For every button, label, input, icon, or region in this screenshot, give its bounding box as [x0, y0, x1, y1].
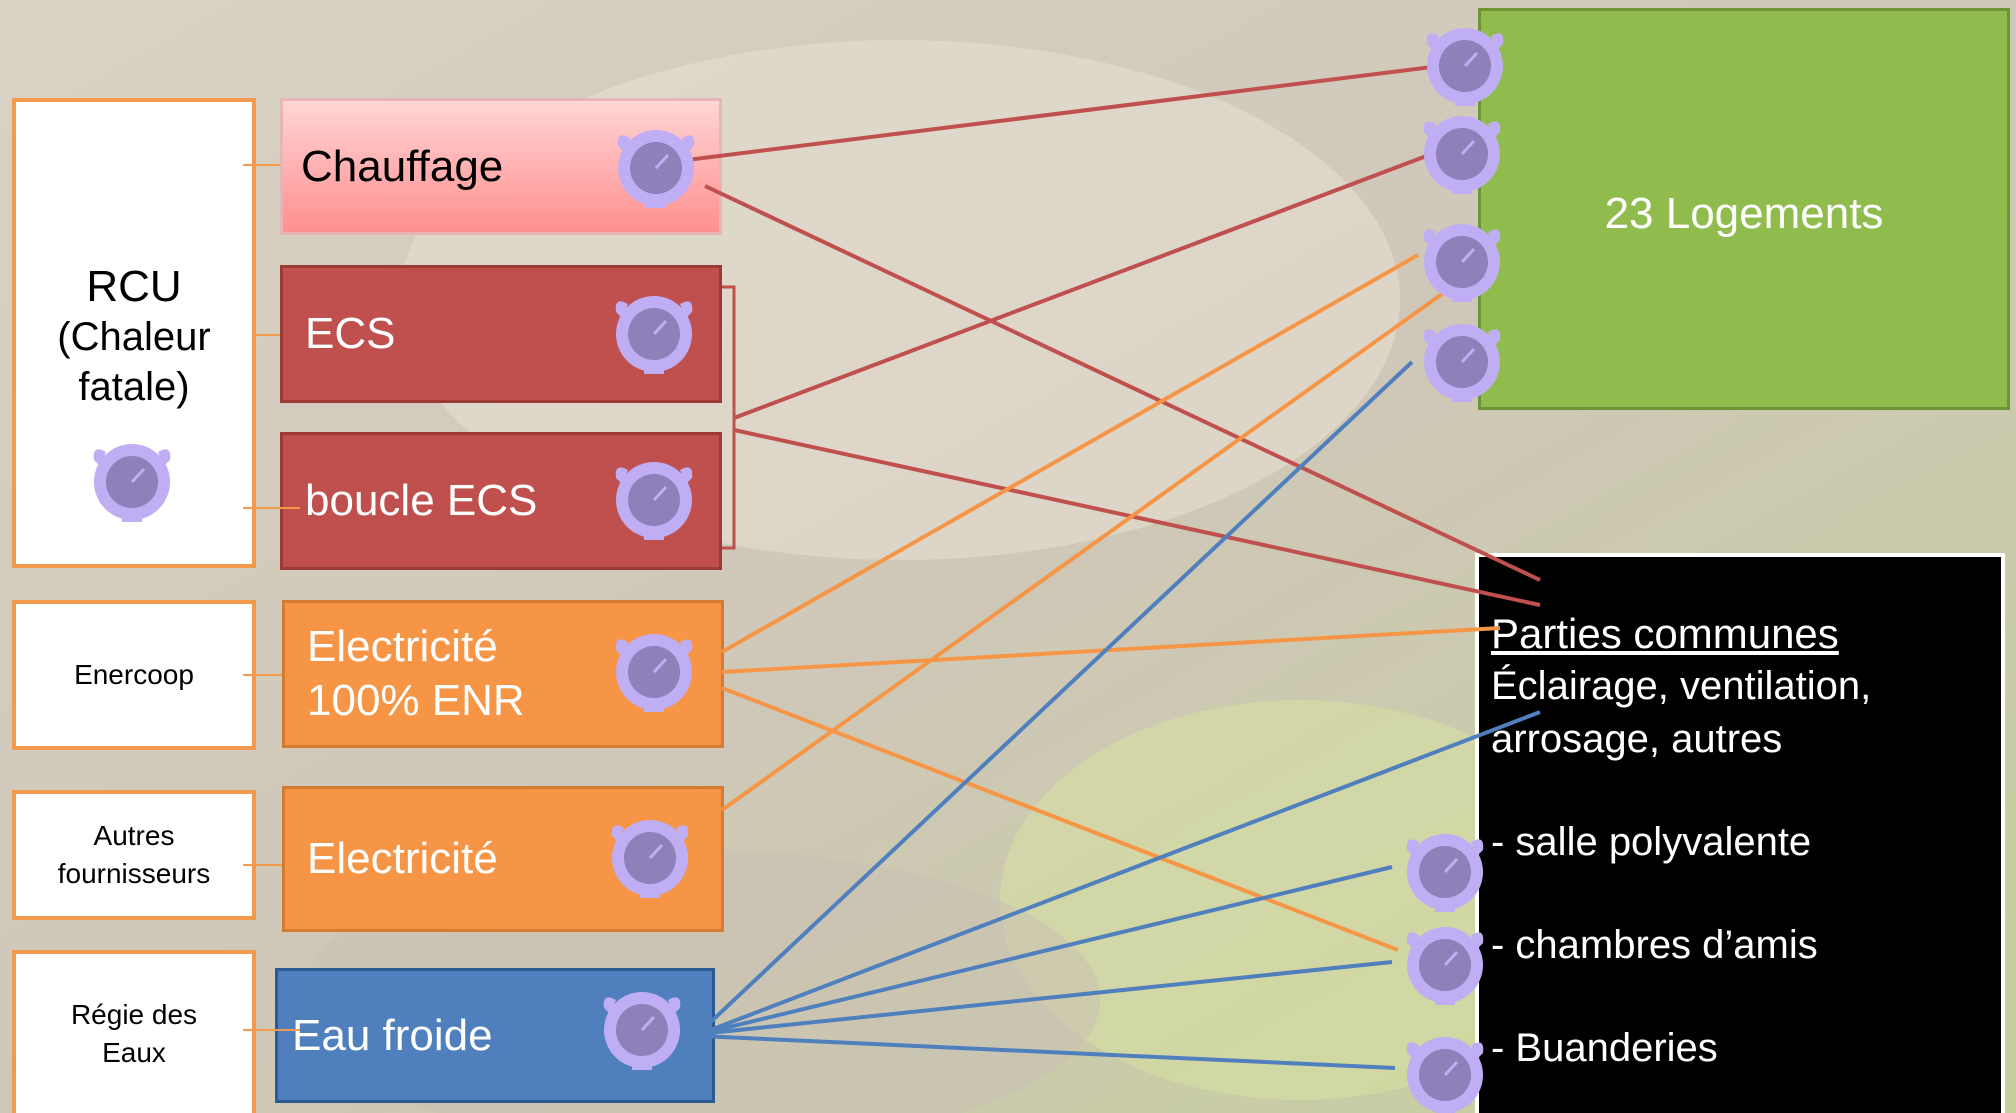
logements-box: 23 Logements — [1478, 8, 2010, 410]
buanderies-meter-icon — [1405, 1035, 1485, 1113]
eau-froide-label: Eau froide — [292, 1010, 493, 1060]
rcu-title: RCU — [86, 262, 182, 311]
eau-froide-meter-icon — [602, 990, 682, 1072]
chambres-amis-meter-icon — [1405, 925, 1485, 1007]
regie-label-line2: Eaux — [102, 1036, 166, 1068]
rcu-subtitle-line1: (Chaleur — [57, 315, 211, 359]
electricite-enr-box: Electricité 100% ENR — [282, 600, 724, 748]
chauffage-meter-icon — [616, 128, 696, 210]
autres-label-line1: Autres — [93, 820, 175, 851]
salle-polyvalente-item: - salle polyvalente — [1491, 820, 1812, 864]
boucle-ecs-meter-icon — [614, 460, 694, 542]
source-connectors — [243, 164, 300, 1031]
boucle-ecs-label: boucle ECS — [305, 476, 538, 525]
buanderies-item: - Buanderies — [1491, 1026, 1718, 1070]
electricite-enr-label-line2: 100% ENR — [307, 676, 525, 725]
logements-meter-3-icon — [1422, 222, 1502, 304]
enercoop-label: Enercoop — [74, 659, 194, 690]
parties-communes-line2: arrosage, autres — [1491, 717, 1783, 761]
regie-des-eaux-source-box: Régie des Eaux — [12, 950, 256, 1113]
logements-meter-2-icon — [1422, 114, 1502, 196]
autres-fournisseurs-source-box: Autres fournisseurs — [12, 790, 256, 920]
logements-meter-4-icon — [1422, 322, 1502, 404]
electricity-lines — [720, 253, 1501, 952]
water-lines — [698, 360, 1541, 1070]
ecs-bracket — [722, 285, 736, 550]
regie-label-line1: Régie des — [70, 998, 198, 1030]
parties-communes-line1: Éclairage, ventilation, — [1491, 664, 1872, 708]
parties-communes-box: Parties communes Éclairage, ventilation,… — [1475, 553, 2005, 1113]
electricite-enr-meter-icon — [614, 632, 694, 714]
electricite-enr-label-line1: Electricité — [307, 622, 498, 671]
electricite-label: Electricité — [307, 834, 498, 883]
salle-polyvalente-meter-icon — [1405, 832, 1485, 914]
ecs-meter-icon — [614, 294, 694, 376]
heat-lines — [654, 64, 1541, 607]
rcu-meter-icon — [92, 442, 172, 524]
chambres-amis-item: - chambres d’amis — [1491, 923, 1818, 967]
parties-communes-title: Parties communes — [1491, 610, 1839, 657]
ecs-label: ECS — [305, 309, 396, 358]
logements-meter-1-icon — [1425, 26, 1505, 108]
rcu-subtitle-line2: fatale) — [78, 365, 190, 409]
electricite-meter-icon — [610, 818, 690, 900]
logements-label: 23 Logements — [1604, 189, 1884, 238]
chauffage-label: Chauffage — [301, 141, 504, 191]
enercoop-source-box: Enercoop — [12, 600, 256, 750]
autres-label-line2: fournisseurs — [57, 858, 211, 889]
